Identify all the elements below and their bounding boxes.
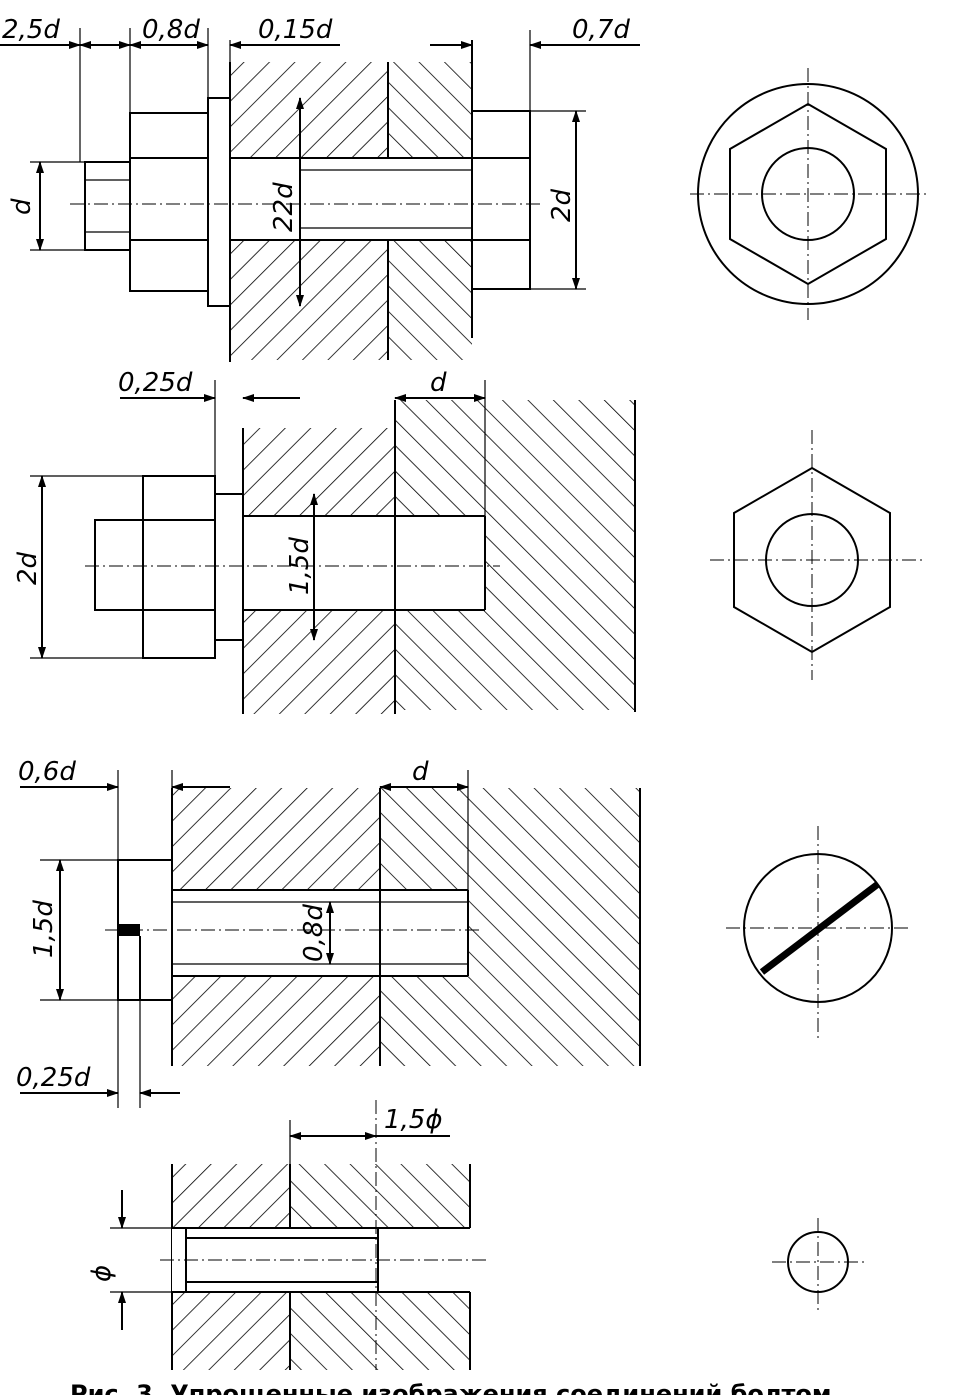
fig2-dim-pitch: d bbox=[430, 368, 447, 398]
fig1-end-view bbox=[690, 68, 930, 320]
fig3-end-view bbox=[726, 826, 912, 1040]
fig3-plate1-bottom bbox=[172, 976, 380, 1066]
fig3-dim-head: 0,6d bbox=[18, 757, 76, 787]
fig2-plate1-top bbox=[243, 428, 395, 516]
fig1-dim-top-left: 2,5d bbox=[2, 15, 60, 45]
fig3-dim-1-5d: 1,5d bbox=[29, 900, 59, 958]
fig3-dim-slot: 0,25d bbox=[16, 1063, 91, 1093]
fig4-dim-spacing: 1,5ϕ bbox=[384, 1105, 443, 1135]
fig2-dim-1-5d: 1,5d bbox=[285, 537, 315, 595]
fig3-plate1-top bbox=[172, 788, 380, 890]
fig2-dim-washer: 0,25d bbox=[118, 368, 193, 398]
fig3-dim-0-8d: 0,8d bbox=[299, 904, 329, 962]
plate1-top-hatch bbox=[230, 62, 388, 158]
plate2-bottom-hatch bbox=[388, 240, 472, 360]
figure-4-rivet: ϕ 1,5ϕ bbox=[87, 1100, 864, 1370]
fig1-dim-head: 0,8d bbox=[142, 15, 200, 45]
figure-3-screw-slotted: 0,8d 1,5d 0,6d d 0,25d bbox=[16, 757, 912, 1108]
fig4-dim-phi: ϕ bbox=[87, 1265, 117, 1282]
fig4-end-view bbox=[772, 1218, 864, 1310]
fig1-dim-2d: 2d bbox=[547, 188, 577, 222]
fig3-dim-pitch: d bbox=[412, 757, 429, 787]
figure-1-bolt-nut: d 22d 2d 2,5d 0,8d 0,15d 0,7d bbox=[0, 15, 930, 362]
plate2-top-hatch bbox=[388, 62, 472, 158]
fig4-plate2-bottom bbox=[290, 1292, 470, 1370]
figure-2-screw: 2d 1,5d 0,25d d bbox=[13, 368, 925, 714]
fig1-dim-washer: 0,15d bbox=[258, 15, 333, 45]
fig2-dim-2d: 2d bbox=[13, 551, 43, 585]
fig1-dim-d: d bbox=[7, 198, 37, 215]
fig4-plate1-bottom bbox=[172, 1292, 290, 1370]
plate1-bottom-hatch bbox=[230, 240, 388, 360]
fig4-plate1-top bbox=[172, 1164, 290, 1228]
fig2-end-view bbox=[710, 430, 925, 680]
fig1-dim-nut: 0,7d bbox=[572, 15, 630, 45]
fig1-dim-22d: 22d bbox=[269, 182, 299, 232]
fig4-plate2-top bbox=[290, 1164, 470, 1228]
fig2-plate1-bottom bbox=[243, 610, 395, 714]
figure-caption: Рис. 3. Упрощенные изображения соединени… bbox=[70, 1380, 832, 1395]
